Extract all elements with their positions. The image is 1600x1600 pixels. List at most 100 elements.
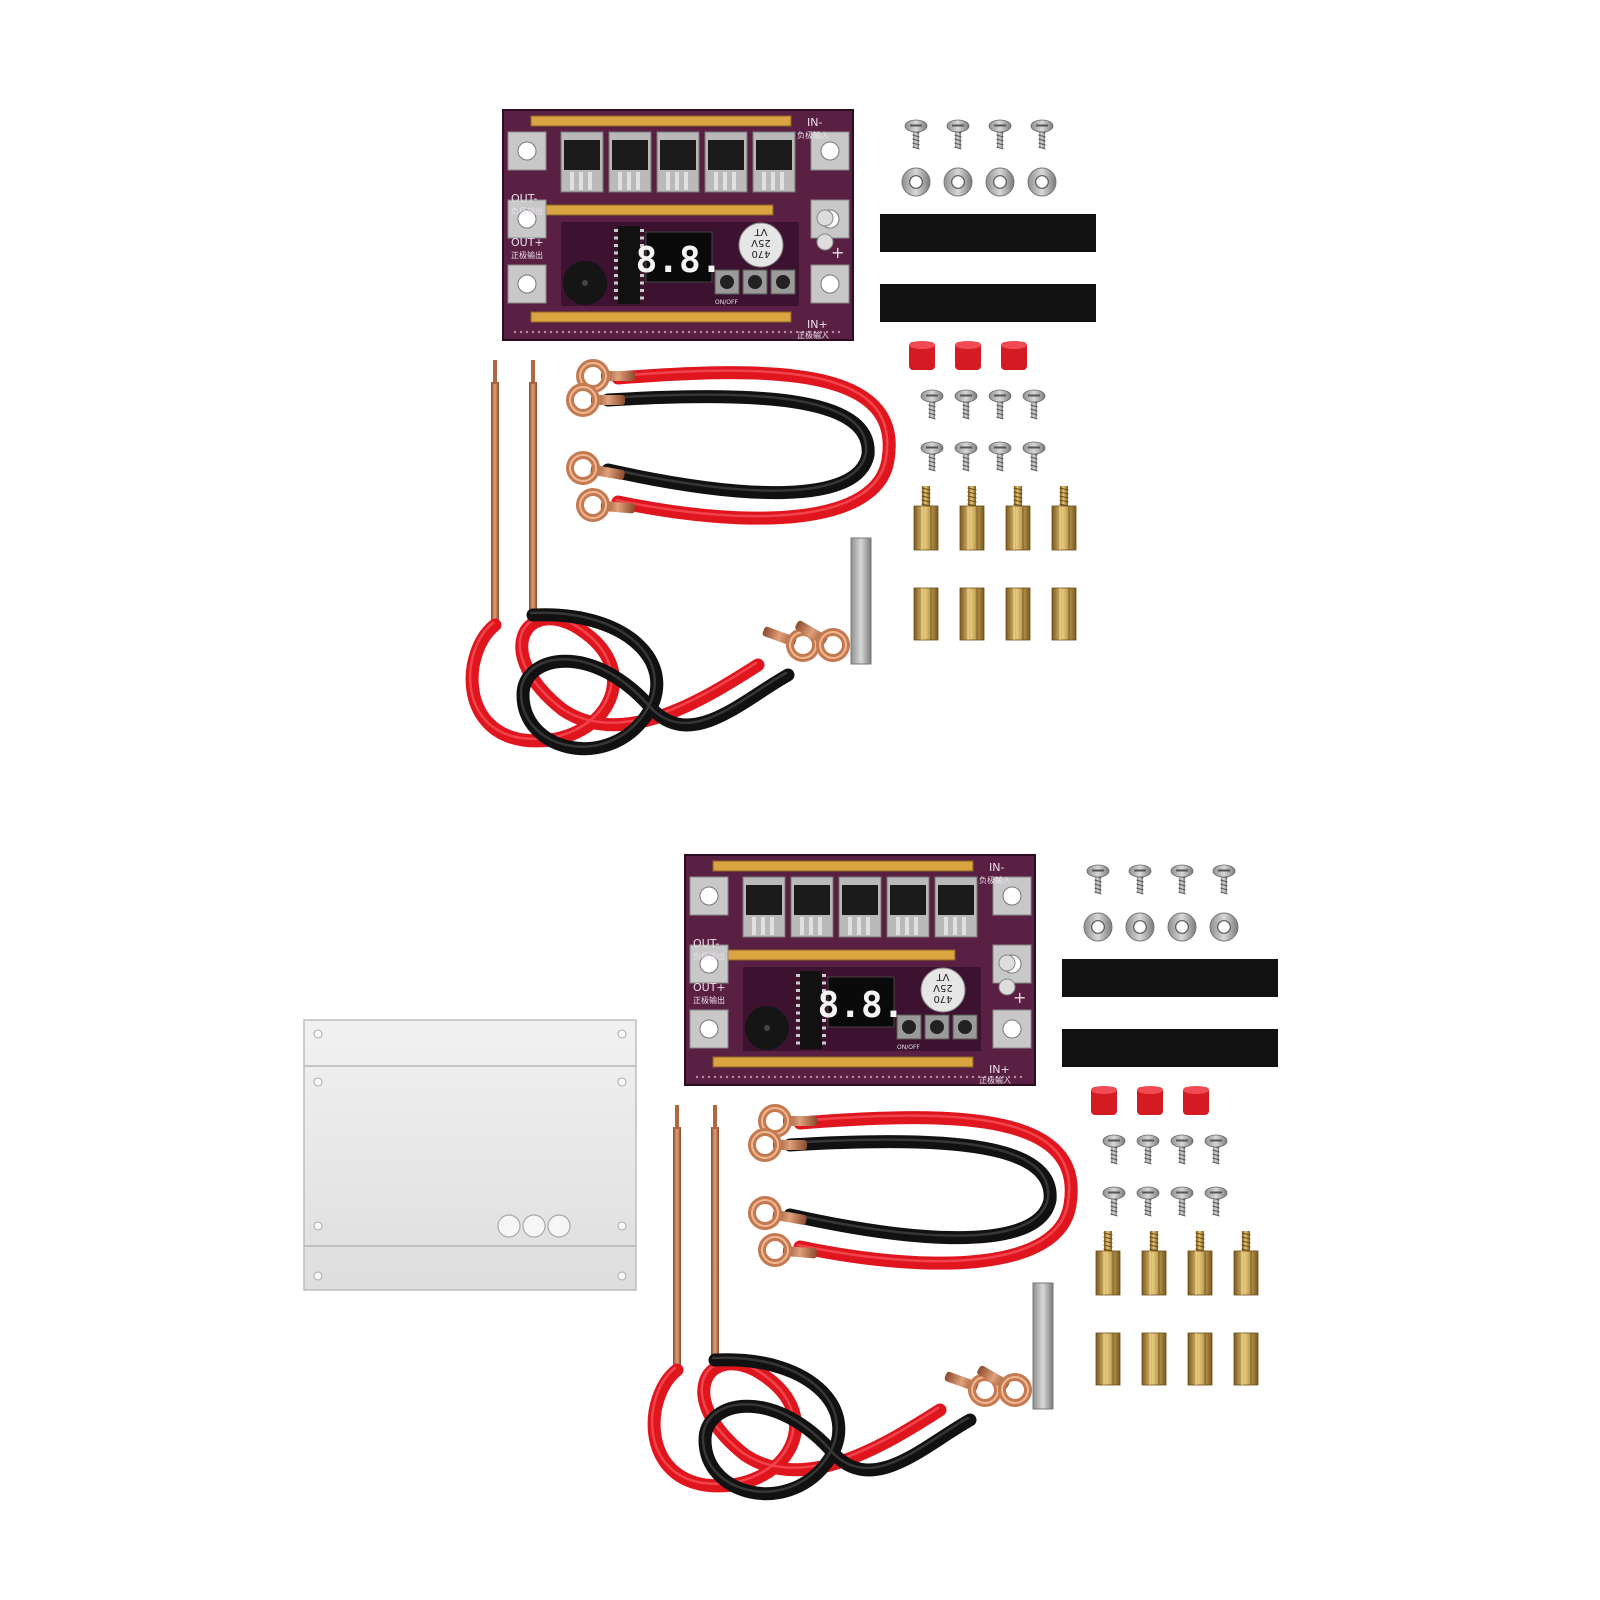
brass-standoff <box>1051 587 1077 641</box>
ic-pin <box>796 974 800 977</box>
mosfet-leg <box>723 172 727 190</box>
via-dot <box>765 330 769 334</box>
solder-pad <box>998 978 1016 996</box>
screw-thread <box>1212 1201 1220 1205</box>
ic-pin <box>796 996 800 1000</box>
screw-slot <box>1108 1191 1120 1194</box>
mosfet-leg <box>914 917 918 935</box>
black-wire <box>783 1135 1057 1245</box>
via-dot <box>669 330 673 334</box>
screw-thread <box>996 456 1004 460</box>
via-dot <box>591 330 595 334</box>
case-screw-hole <box>313 1029 323 1039</box>
via-dot <box>695 1075 699 1079</box>
screw-shank <box>1031 450 1037 470</box>
screw <box>1136 1134 1160 1165</box>
standoff-thread-line <box>921 499 931 503</box>
capacitor-voltage: 25V <box>751 237 771 248</box>
standoff-body <box>1095 1250 1121 1296</box>
screw-thread <box>996 146 1004 150</box>
ic-pin <box>640 244 644 247</box>
standoff-body <box>1095 1332 1121 1386</box>
screw-thread <box>1178 891 1186 895</box>
mount-hole <box>517 209 537 229</box>
via-dot <box>707 1075 711 1079</box>
screw-shank <box>1145 1143 1151 1163</box>
screw-thread <box>928 404 936 408</box>
mosfet-leg <box>762 172 766 190</box>
via-dot <box>615 330 619 334</box>
case-screw-hole <box>313 1221 323 1231</box>
standoff-thread-line <box>1149 1240 1159 1244</box>
via-dot <box>809 1075 813 1079</box>
screw-shank <box>1213 1143 1219 1163</box>
label-out-neg: OUT- <box>693 937 719 950</box>
screw-slot <box>926 446 938 449</box>
ic-pin <box>640 251 644 255</box>
via-dot <box>633 330 637 334</box>
screw-thread <box>1144 1149 1152 1153</box>
ic-pin <box>796 989 800 992</box>
screw-slot <box>960 446 972 449</box>
screw-thread <box>996 142 1004 146</box>
screw <box>988 119 1012 150</box>
via-dot <box>651 330 655 334</box>
standoff-thread-line <box>1059 495 1069 499</box>
buzzer-hole <box>764 1025 770 1031</box>
screw-thread <box>996 464 1004 468</box>
screw-shank <box>997 398 1003 418</box>
ring-terminal <box>977 1365 1032 1407</box>
tact-switch-button <box>720 275 734 289</box>
via-dot <box>573 330 577 334</box>
screw-thread <box>1038 138 1046 142</box>
screw-thread <box>1220 887 1228 891</box>
screw-slot <box>960 394 972 397</box>
screw-thread <box>1144 1161 1152 1165</box>
standoff-thread-line <box>1013 499 1023 503</box>
standoff-thread-line <box>1149 1236 1159 1240</box>
via-dot <box>813 330 817 334</box>
copper-welding-rod <box>529 382 537 615</box>
bus-bar-bottom <box>530 311 792 323</box>
screw-thread <box>928 456 936 460</box>
screw <box>946 119 970 150</box>
via-dot <box>785 1075 789 1079</box>
screw <box>954 441 978 472</box>
mosfet-leg <box>666 172 670 190</box>
brass-standoff <box>1187 1231 1213 1296</box>
mosfet-leg <box>953 917 957 935</box>
via-dot <box>603 330 607 334</box>
screw-thread <box>1144 1201 1152 1205</box>
brass-standoff <box>1051 486 1077 551</box>
capacitor <box>738 222 784 268</box>
via-dot <box>555 330 559 334</box>
standoff-body <box>1233 1250 1259 1296</box>
washer-hole <box>951 175 965 189</box>
screw-thread <box>1110 1213 1118 1217</box>
mosfet-leg <box>809 917 813 935</box>
label-out-pos: OUT+ <box>511 236 544 249</box>
ring-terminal <box>566 383 625 417</box>
label-out-pos: OUT+ <box>693 981 726 994</box>
screw-thread <box>954 134 962 138</box>
screw-thread <box>1094 879 1102 883</box>
ic-pin <box>822 1019 826 1022</box>
standoff-thread-line <box>1059 499 1069 503</box>
screw-thread <box>996 412 1004 416</box>
label-in-pos-cn: 正极输入 <box>979 1075 1011 1085</box>
label-out-neg-cn: 负极输出 <box>511 206 543 216</box>
washer-hole <box>1091 920 1105 934</box>
label-in-neg: IN- <box>807 116 822 129</box>
mosfet-leg <box>905 917 909 935</box>
screw-thread <box>1178 887 1186 891</box>
via-dot <box>1013 1075 1017 1079</box>
screw-thread <box>1030 416 1038 420</box>
standoff-thread-line <box>1013 491 1023 495</box>
case-screw-hole <box>617 1029 627 1039</box>
via-dot <box>743 1075 747 1079</box>
red-cap <box>1001 342 1027 370</box>
via-dot <box>807 330 811 334</box>
via-dot <box>1001 1075 1005 1079</box>
screw-thread <box>912 142 920 146</box>
